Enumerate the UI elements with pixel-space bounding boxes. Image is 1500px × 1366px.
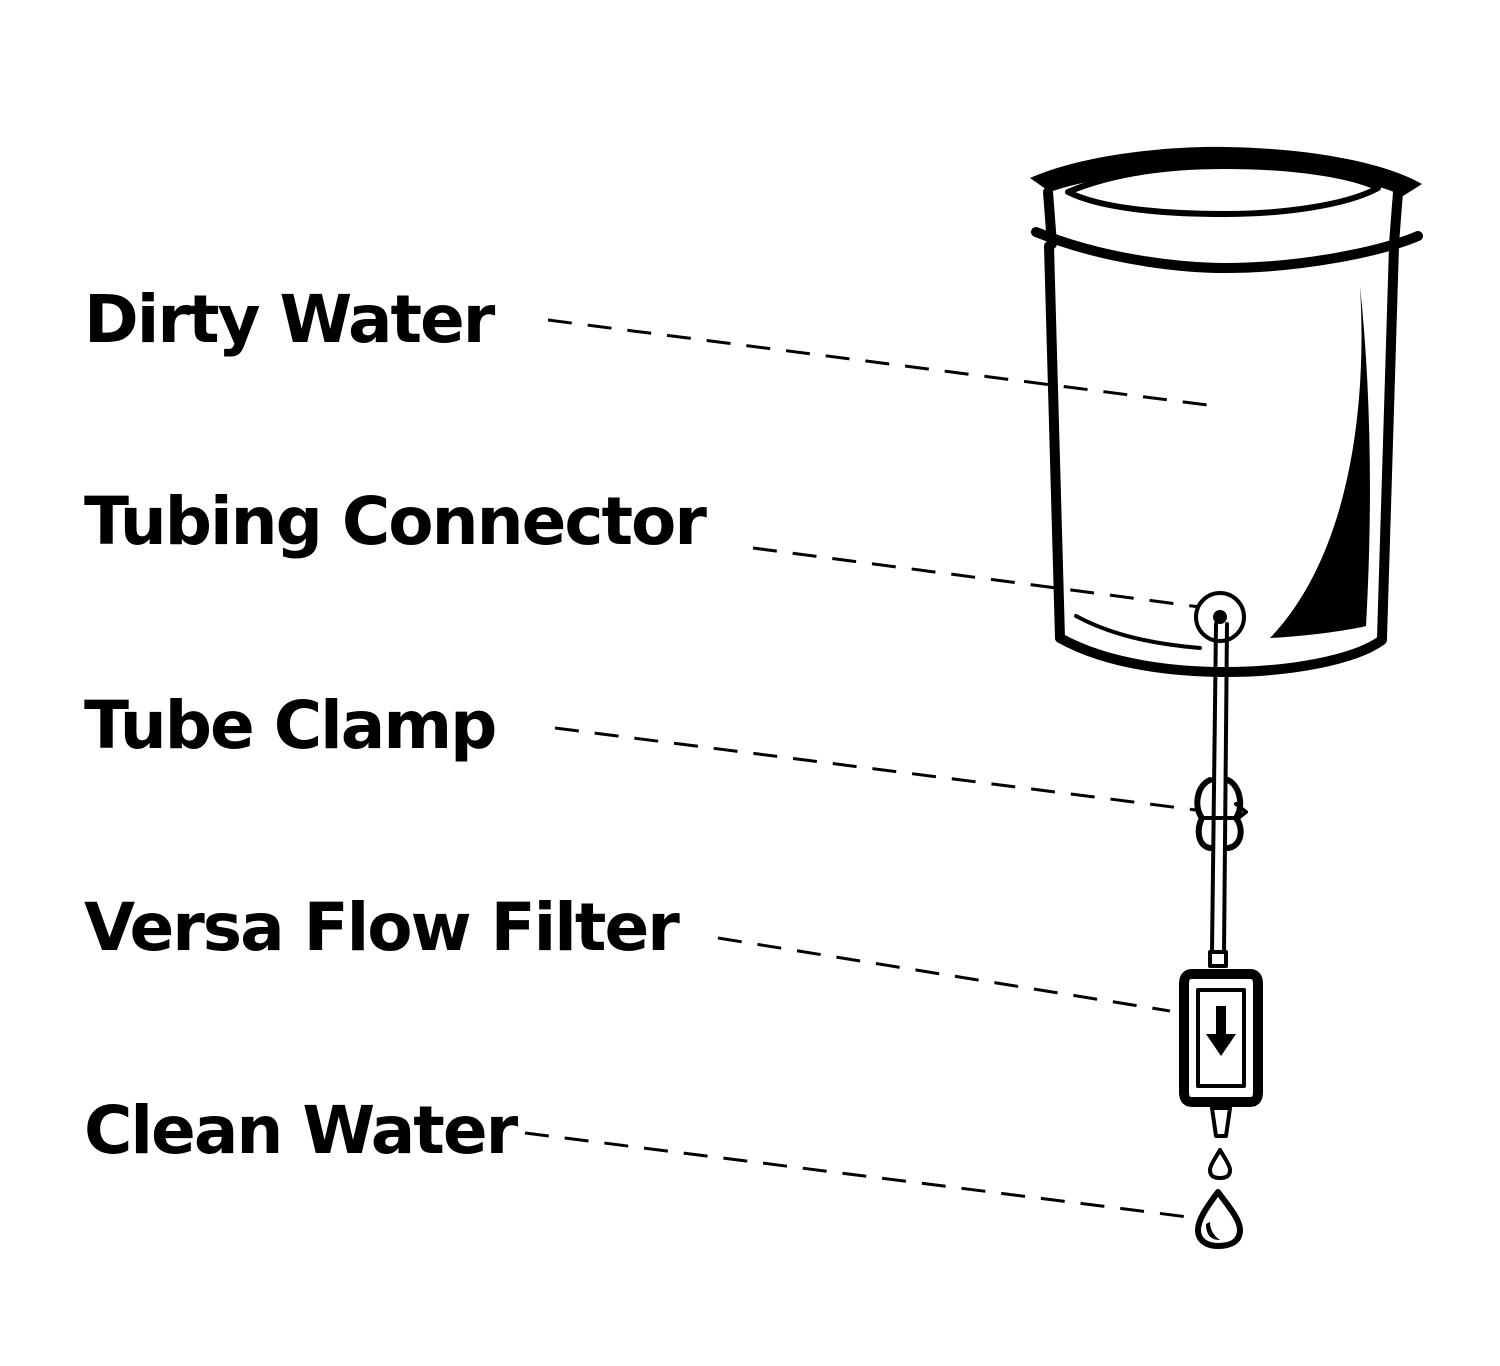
leader-clean-water xyxy=(524,1131,1189,1219)
tubing-connector-icon xyxy=(1194,591,1246,643)
label-dirty-water: Dirty Water xyxy=(84,281,496,358)
bucket-icon xyxy=(1030,146,1423,677)
tube-clamp-icon xyxy=(1194,777,1248,851)
label-versa-flow-filter: Versa Flow Filter xyxy=(84,889,680,966)
leader-tubing-connector xyxy=(752,546,1201,609)
nozzle-icon xyxy=(1210,1106,1232,1138)
arrow-down-icon xyxy=(1206,1006,1236,1056)
leader-tube-clamp xyxy=(554,726,1197,812)
label-tube-clamp: Tube Clamp xyxy=(84,687,495,764)
leader-dirty-water xyxy=(547,318,1216,408)
water-drop-icon xyxy=(1195,1148,1243,1249)
leader-versa-flow-filter xyxy=(717,936,1171,1013)
label-clean-water: Clean Water xyxy=(84,1092,519,1169)
label-tubing-connector: Tubing Connector xyxy=(84,483,707,560)
tube-icon xyxy=(1208,622,1229,968)
filter-icon xyxy=(1179,969,1263,1107)
